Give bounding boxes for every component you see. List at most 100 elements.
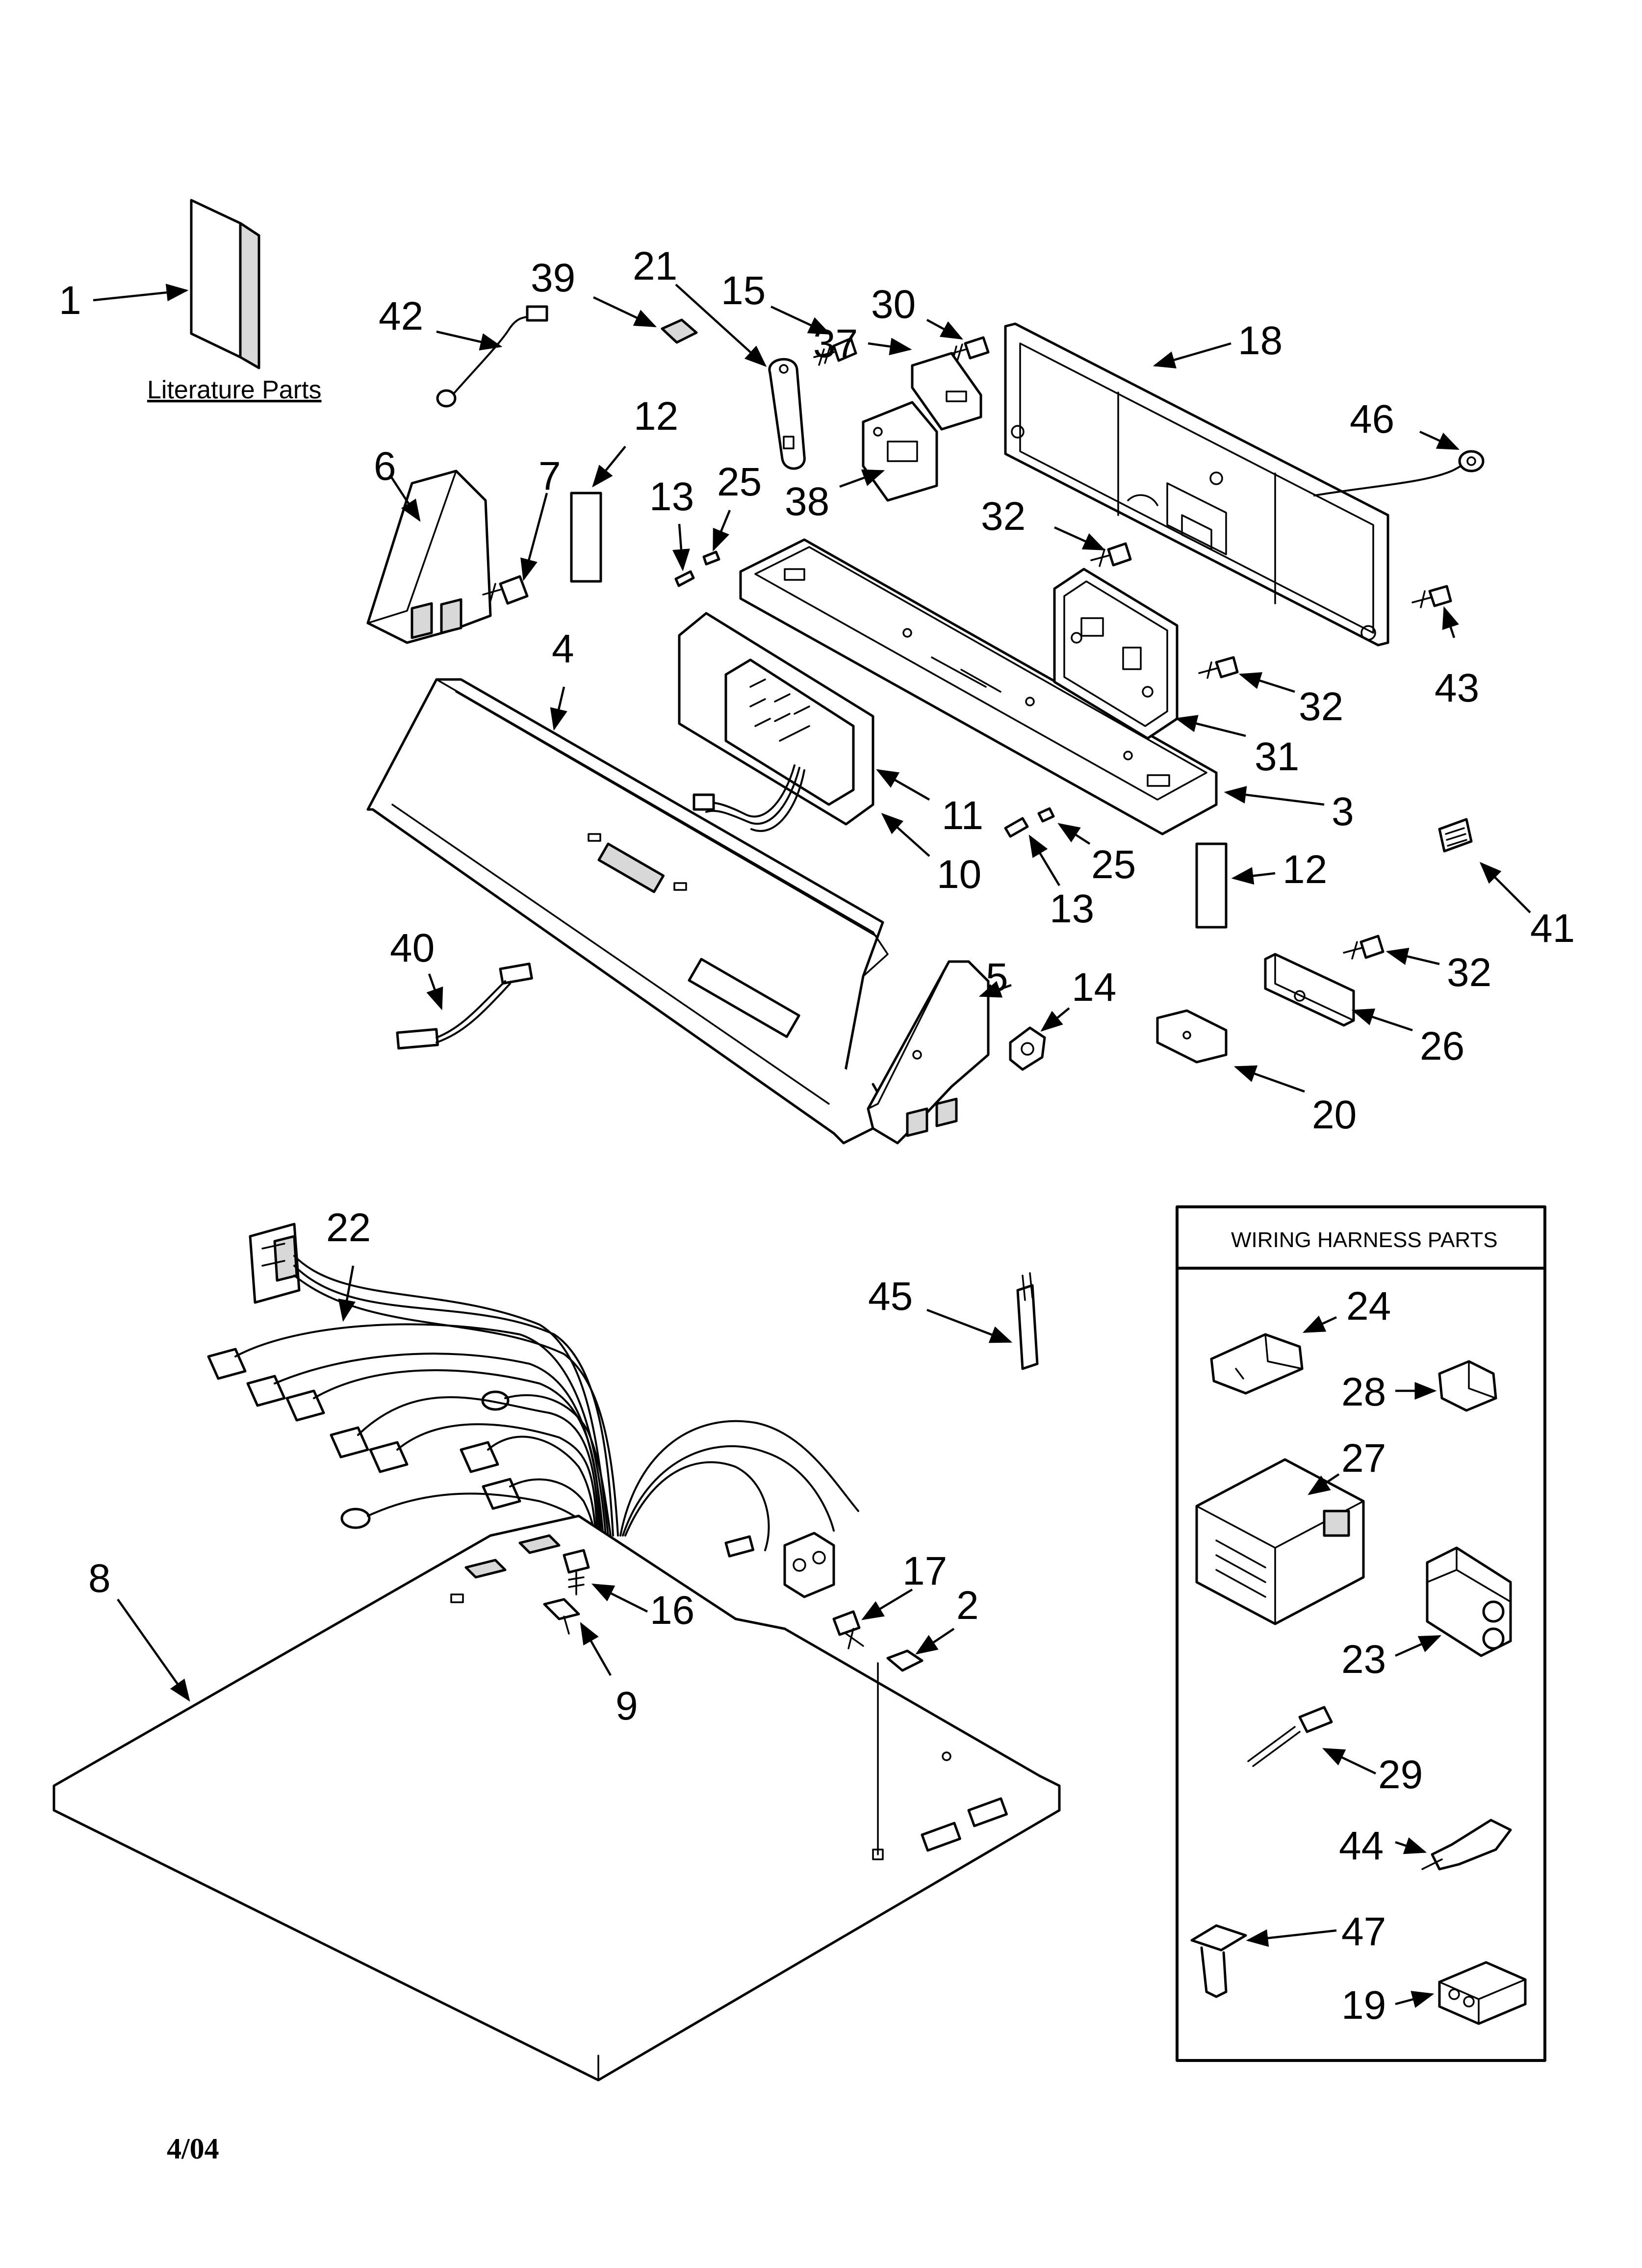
part-12-label-lower: 12 bbox=[1195, 842, 1327, 929]
part-11-overlay: 11 bbox=[876, 769, 983, 838]
callout-18: 18 bbox=[1238, 318, 1283, 363]
callout-20: 20 bbox=[1312, 1093, 1357, 1137]
part-14-clip: 14 bbox=[1009, 965, 1116, 1071]
part-1-literature: 1 Literature Parts bbox=[59, 199, 322, 404]
callout-2: 2 bbox=[956, 1583, 979, 1628]
date-code: 4/04 bbox=[167, 2133, 219, 2165]
callout-7: 7 bbox=[539, 454, 561, 498]
part-43-screw: 43 bbox=[1411, 585, 1479, 710]
part-42-ground-wire: 42 bbox=[379, 294, 548, 408]
part-2-clip: 2 bbox=[886, 1583, 979, 1672]
callout-5: 5 bbox=[986, 955, 1008, 1000]
callout-25b: 25 bbox=[1091, 842, 1136, 887]
callout-42: 42 bbox=[379, 294, 423, 339]
part-41-terminal-block: 41 bbox=[1438, 818, 1575, 951]
part-8-top-panel: 8 bbox=[52, 1514, 1061, 2082]
callout-39: 39 bbox=[531, 256, 575, 300]
callout-37: 37 bbox=[813, 321, 858, 366]
part-30-screw: 30 bbox=[871, 282, 990, 363]
part-10-interface-board: 10 bbox=[678, 612, 981, 897]
callout-3: 3 bbox=[1332, 789, 1354, 834]
part-18-back-panel: 18 bbox=[1004, 318, 1389, 647]
callout-21: 21 bbox=[633, 244, 677, 288]
callout-46: 46 bbox=[1350, 397, 1394, 442]
part-38-bracket: 38 bbox=[785, 401, 938, 524]
part-13-pin-upper: 13 bbox=[649, 474, 695, 587]
callout-28: 28 bbox=[1341, 1370, 1386, 1414]
part-25-cap-lower: 25 bbox=[1037, 807, 1136, 887]
callout-40: 40 bbox=[390, 926, 435, 970]
callout-43: 43 bbox=[1435, 666, 1479, 710]
callout-13b: 13 bbox=[1050, 886, 1094, 931]
callout-22: 22 bbox=[326, 1205, 371, 1250]
part-20-plate: 20 bbox=[1156, 1009, 1357, 1137]
part-32-screw-c: 32 bbox=[1343, 935, 1491, 995]
callout-1: 1 bbox=[59, 278, 81, 323]
callout-27: 27 bbox=[1341, 1436, 1386, 1481]
part-28-connector: 28 bbox=[1341, 1360, 1497, 1414]
callout-26: 26 bbox=[1420, 1024, 1464, 1069]
part-45-jumper: 45 bbox=[868, 1272, 1039, 1370]
part-47-retainer: 47 bbox=[1190, 1909, 1386, 1998]
part-29-tie: 29 bbox=[1247, 1706, 1423, 1797]
wiring-harness-parts-box: WIRING HARNESS PARTS 24 28 27 bbox=[1176, 1205, 1546, 2062]
part-44-terminal: 44 bbox=[1339, 1819, 1512, 1871]
part-46-ground-wire: 46 bbox=[1313, 397, 1485, 496]
part-40-ribbon-cable: 40 bbox=[390, 926, 533, 1050]
callout-10: 10 bbox=[937, 852, 981, 897]
part-21-lever: 21 bbox=[633, 244, 806, 470]
part-26-bracket: 26 bbox=[1264, 953, 1464, 1069]
part-24-connector: 24 bbox=[1210, 1284, 1391, 1395]
part-32-screw-b: 32 bbox=[1198, 656, 1343, 729]
part-39-clip: 39 bbox=[531, 256, 698, 344]
part-22-wiring-harness: 22 bbox=[207, 1205, 859, 1598]
part-23-connector: 23 bbox=[1341, 1546, 1512, 1682]
callout-44: 44 bbox=[1339, 1824, 1384, 1868]
part-7-screw: 7 bbox=[482, 454, 561, 605]
callout-30: 30 bbox=[871, 282, 916, 327]
part-19-connector: 19 bbox=[1341, 1961, 1527, 2028]
callout-13a: 13 bbox=[649, 474, 694, 519]
part-31-control-board: 31 bbox=[1053, 568, 1299, 779]
part-27-connector: 27 bbox=[1195, 1436, 1386, 1625]
part-9-clip: 9 bbox=[543, 1598, 638, 1728]
callout-38: 38 bbox=[785, 479, 829, 524]
callout-32b: 32 bbox=[1299, 684, 1343, 729]
callout-47: 47 bbox=[1341, 1909, 1386, 1954]
callout-12b: 12 bbox=[1283, 847, 1327, 892]
callout-32c: 32 bbox=[1447, 950, 1491, 995]
callout-15: 15 bbox=[721, 268, 766, 313]
callout-31: 31 bbox=[1255, 734, 1299, 779]
callout-11: 11 bbox=[942, 793, 983, 838]
callout-8: 8 bbox=[88, 1556, 111, 1601]
part-37-bracket: 37 bbox=[813, 321, 982, 431]
part-25-cap-upper: 25 bbox=[702, 460, 762, 566]
callout-24: 24 bbox=[1346, 1284, 1391, 1329]
part-5-end-cap-right: 5 bbox=[867, 955, 1012, 1145]
part-4-console: 4 bbox=[366, 626, 894, 1145]
callout-12a: 12 bbox=[634, 394, 678, 439]
part-12-label-upper: 12 bbox=[570, 394, 678, 583]
callout-19: 19 bbox=[1341, 1983, 1386, 2028]
callout-16: 16 bbox=[650, 1588, 694, 1633]
callout-4: 4 bbox=[552, 626, 574, 671]
callout-17: 17 bbox=[902, 1549, 947, 1593]
part-13-pin-lower: 13 bbox=[1004, 817, 1094, 931]
part-32-screw-a: 32 bbox=[981, 494, 1132, 567]
callout-9: 9 bbox=[616, 1684, 638, 1728]
callout-32a: 32 bbox=[981, 494, 1026, 539]
callout-41: 41 bbox=[1530, 906, 1575, 951]
part-3-console-rail: 3 bbox=[739, 538, 1354, 835]
part-17-screw: 17 bbox=[832, 1549, 947, 1649]
part-15-screw: 15 bbox=[721, 268, 857, 366]
wiring-box-title: WIRING HARNESS PARTS bbox=[1231, 1228, 1498, 1252]
literature-parts-label: Literature Parts bbox=[147, 376, 322, 404]
callout-25a: 25 bbox=[717, 460, 762, 504]
callout-29: 29 bbox=[1378, 1752, 1423, 1797]
part-16-screw: 16 bbox=[563, 1549, 694, 1633]
callout-23: 23 bbox=[1341, 1637, 1386, 1682]
callout-14: 14 bbox=[1072, 965, 1116, 1010]
callout-6: 6 bbox=[374, 444, 396, 489]
callout-45: 45 bbox=[868, 1274, 913, 1319]
